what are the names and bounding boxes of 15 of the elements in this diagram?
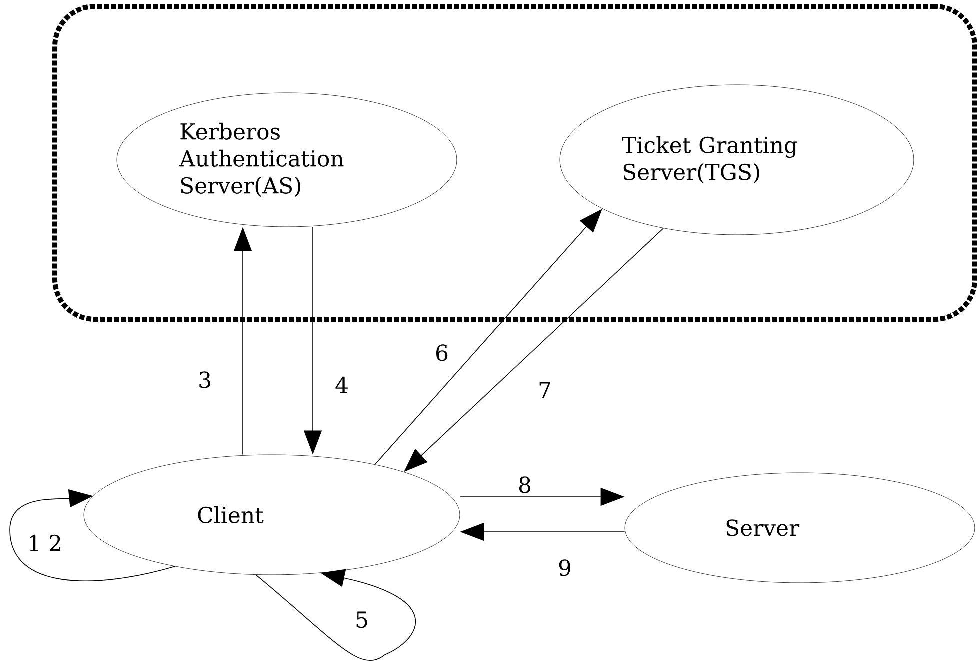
ellipse-node: Ticket Granting Server(TGS): [560, 84, 914, 236]
dotted-group-box: [52, 4, 977, 322]
edge-label: 3: [200, 372, 210, 388]
ellipse-node: Server: [624, 472, 976, 584]
arrow: [256, 569, 416, 661]
edge-label: 8: [519, 476, 531, 494]
edge-label: 7: [540, 382, 550, 398]
ellipse-node: Kerberos Authentication Server(AS): [116, 92, 458, 228]
arrow: [10, 490, 176, 582]
edge-label: 9: [559, 560, 571, 576]
edge-label: 6: [436, 344, 448, 362]
edge-label: 1 2: [30, 534, 60, 552]
edge-label: 4: [336, 376, 348, 394]
edge-label: 5: [356, 612, 368, 628]
ellipse-node: Client: [84, 454, 460, 576]
